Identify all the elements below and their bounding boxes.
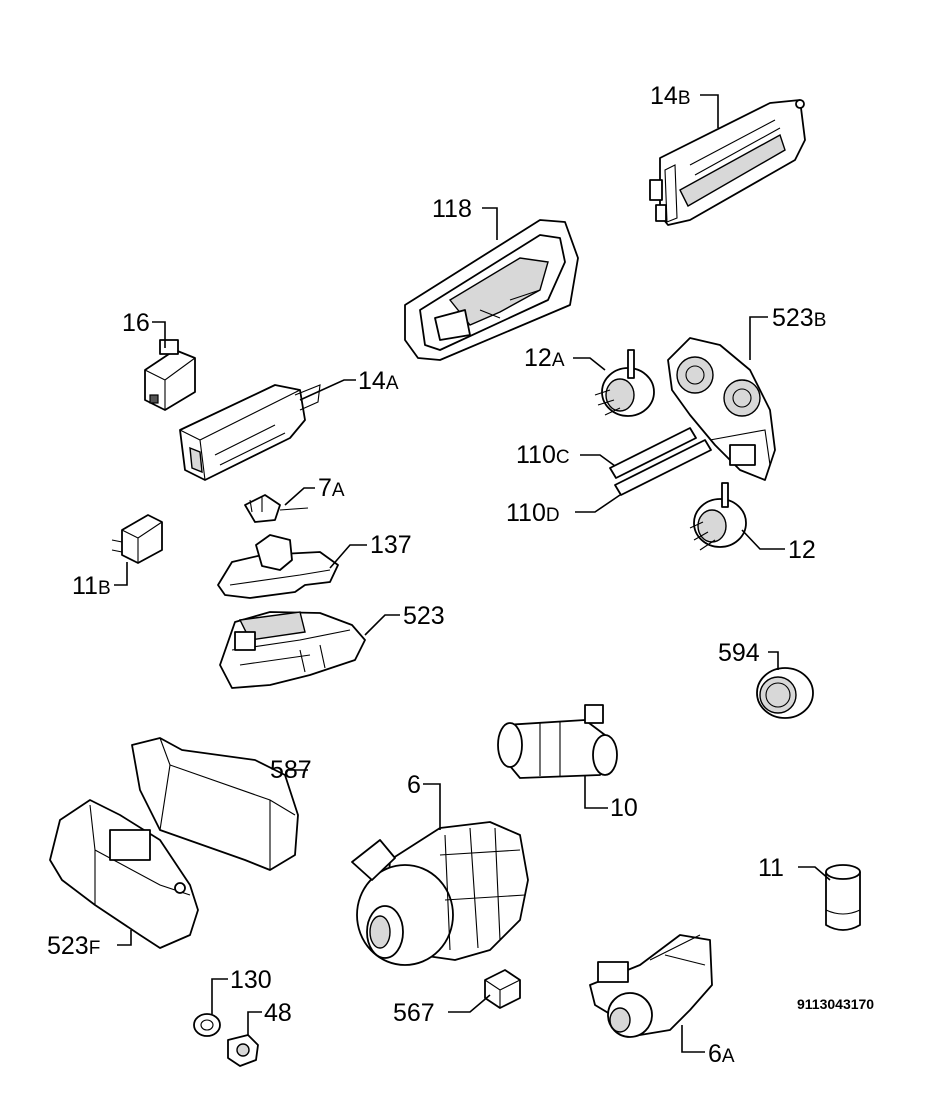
part-523-bracket: [219, 611, 366, 689]
label-110d: 110D: [506, 499, 560, 527]
label-130: 130: [230, 966, 272, 994]
label-14a: 14A: [358, 367, 399, 395]
leader-lines: [114, 94, 831, 1053]
label-12: 12: [788, 536, 816, 564]
label-16: 16: [122, 309, 150, 337]
part-14a-module: [179, 384, 321, 481]
part-11b-relay: [111, 514, 163, 564]
label-118: 118: [432, 195, 472, 223]
label-7a: 7A: [318, 474, 345, 502]
label-11b: 11B: [72, 572, 111, 600]
part-118-panel: [404, 219, 579, 361]
part-594-grommet: [756, 667, 814, 719]
diagram-code: 9113043170: [797, 996, 874, 1012]
part-14b-control-board: [649, 99, 806, 226]
label-137: 137: [370, 531, 412, 559]
part-10-heater: [497, 704, 618, 779]
part-523b-bracket: [667, 337, 776, 481]
part-130-seal: [193, 1013, 221, 1037]
part-labels: 14B 118 16 14A 523B 12A 110C 110D 12 7A …: [47, 82, 826, 1068]
part-567-block: [484, 969, 521, 1009]
part-110d-hose: [614, 439, 712, 496]
part-523f-bracket: [49, 799, 199, 949]
label-6: 6: [407, 771, 421, 799]
part-110c-hose: [609, 427, 697, 479]
part-12a-pressure-switch: [594, 349, 655, 417]
label-10: 10: [610, 794, 638, 822]
label-587: 587: [270, 756, 312, 784]
label-110c: 110C: [516, 441, 570, 469]
label-14b: 14B: [650, 82, 691, 110]
part-16-switch: [144, 339, 196, 411]
label-11: 11: [758, 854, 784, 882]
label-48: 48: [264, 999, 292, 1027]
part-587-insulation: [131, 737, 299, 871]
label-12a: 12A: [524, 344, 565, 372]
label-523: 523: [403, 602, 445, 630]
label-567: 567: [393, 999, 435, 1027]
label-523f: 523F: [47, 932, 100, 960]
label-6a: 6A: [708, 1040, 735, 1068]
part-6a-drain-pump: [589, 934, 713, 1038]
label-594: 594: [718, 639, 760, 667]
part-7a-clip: [244, 494, 309, 523]
part-11-capacitor: [825, 864, 861, 931]
part-12-pressure-switch: [689, 482, 747, 551]
part-6-pump-motor: [351, 821, 529, 966]
label-523b: 523B: [772, 304, 826, 332]
part-48-valve: [227, 1034, 259, 1067]
part-137-cover: [217, 534, 339, 599]
